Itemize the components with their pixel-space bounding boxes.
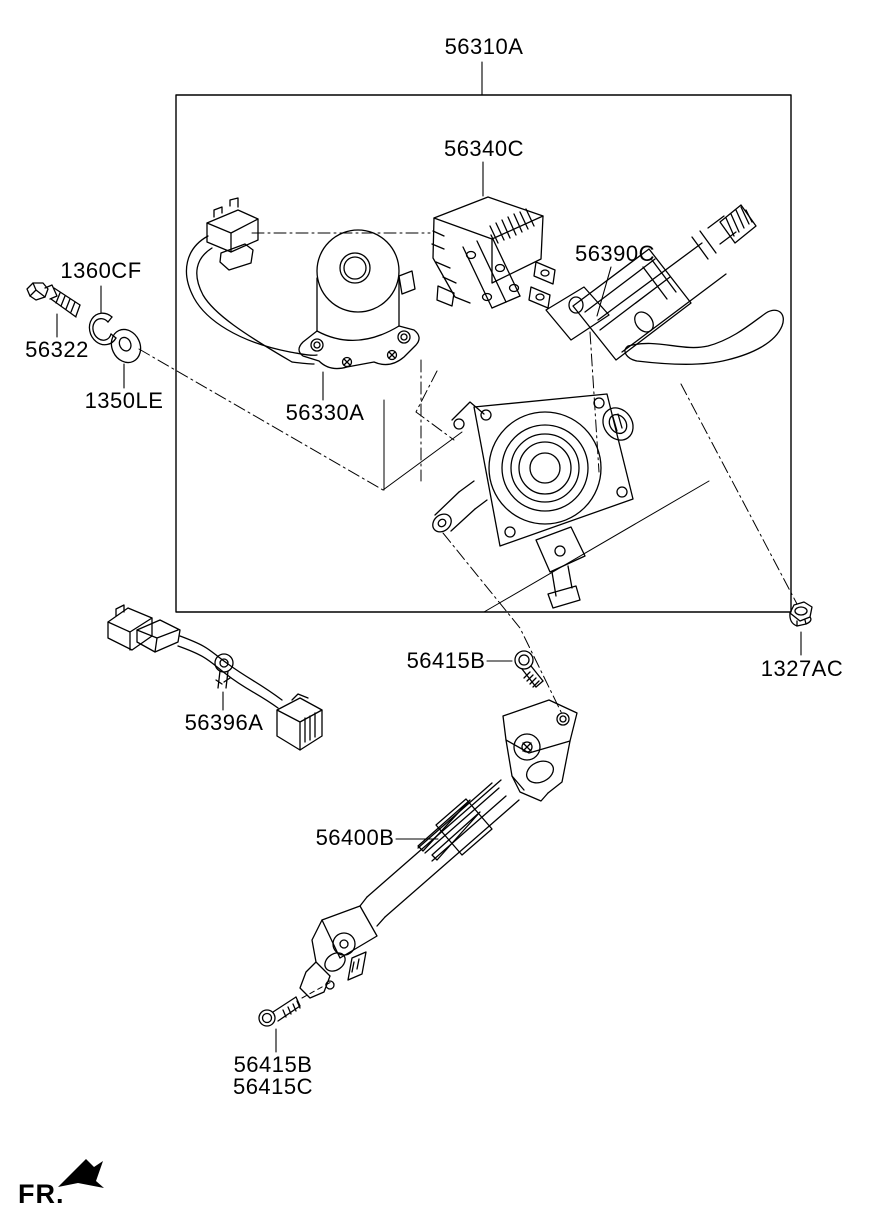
part-callout-56310A[interactable]: 56310A — [444, 34, 524, 59]
fr-direction-arrow-icon — [58, 1159, 104, 1188]
part-callout-1350LE[interactable]: 1350LE — [84, 388, 164, 413]
motor-harness-drawing — [185, 197, 318, 365]
column-56390C-drawing — [432, 204, 784, 609]
part-callout-56400B[interactable]: 56400B — [315, 825, 395, 850]
ecu-56340C-drawing — [431, 196, 556, 309]
bolt-56322-drawing — [26, 282, 81, 318]
part-callout-56390C[interactable]: 56390C — [574, 241, 656, 266]
part-callout-56415B-upper[interactable]: 56415B — [406, 648, 486, 673]
fr-direction-label: FR. — [18, 1179, 65, 1209]
intermediate-shaft-56400B-drawing — [359, 779, 520, 927]
upper-ujoint-drawing — [502, 699, 578, 802]
harness-56396A-drawing — [107, 604, 323, 751]
part-callout-1360CF[interactable]: 1360CF — [60, 258, 142, 283]
bolt-56415C-drawing — [258, 996, 301, 1027]
part-callout-1327AC[interactable]: 1327AC — [760, 656, 844, 681]
motor-56330A-drawing — [298, 229, 420, 370]
bolt-56415B-drawing — [514, 650, 544, 688]
part-callout-56322[interactable]: 56322 — [25, 337, 89, 362]
nut-1327AC-drawing — [789, 601, 813, 627]
part-callout-56396A[interactable]: 56396A — [184, 710, 264, 735]
part-callout-56415B-lower[interactable]: 56415B — [233, 1052, 313, 1077]
snap-ring-1360CF-drawing — [88, 312, 117, 346]
leader-lines — [56, 61, 802, 1053]
washer-1350LE-drawing — [110, 328, 142, 364]
lower-ujoint-drawing — [299, 905, 378, 999]
part-callout-56340C[interactable]: 56340C — [443, 136, 525, 161]
part-callout-56415C[interactable]: 56415C — [232, 1074, 314, 1099]
part-callout-56330A[interactable]: 56330A — [285, 400, 365, 425]
